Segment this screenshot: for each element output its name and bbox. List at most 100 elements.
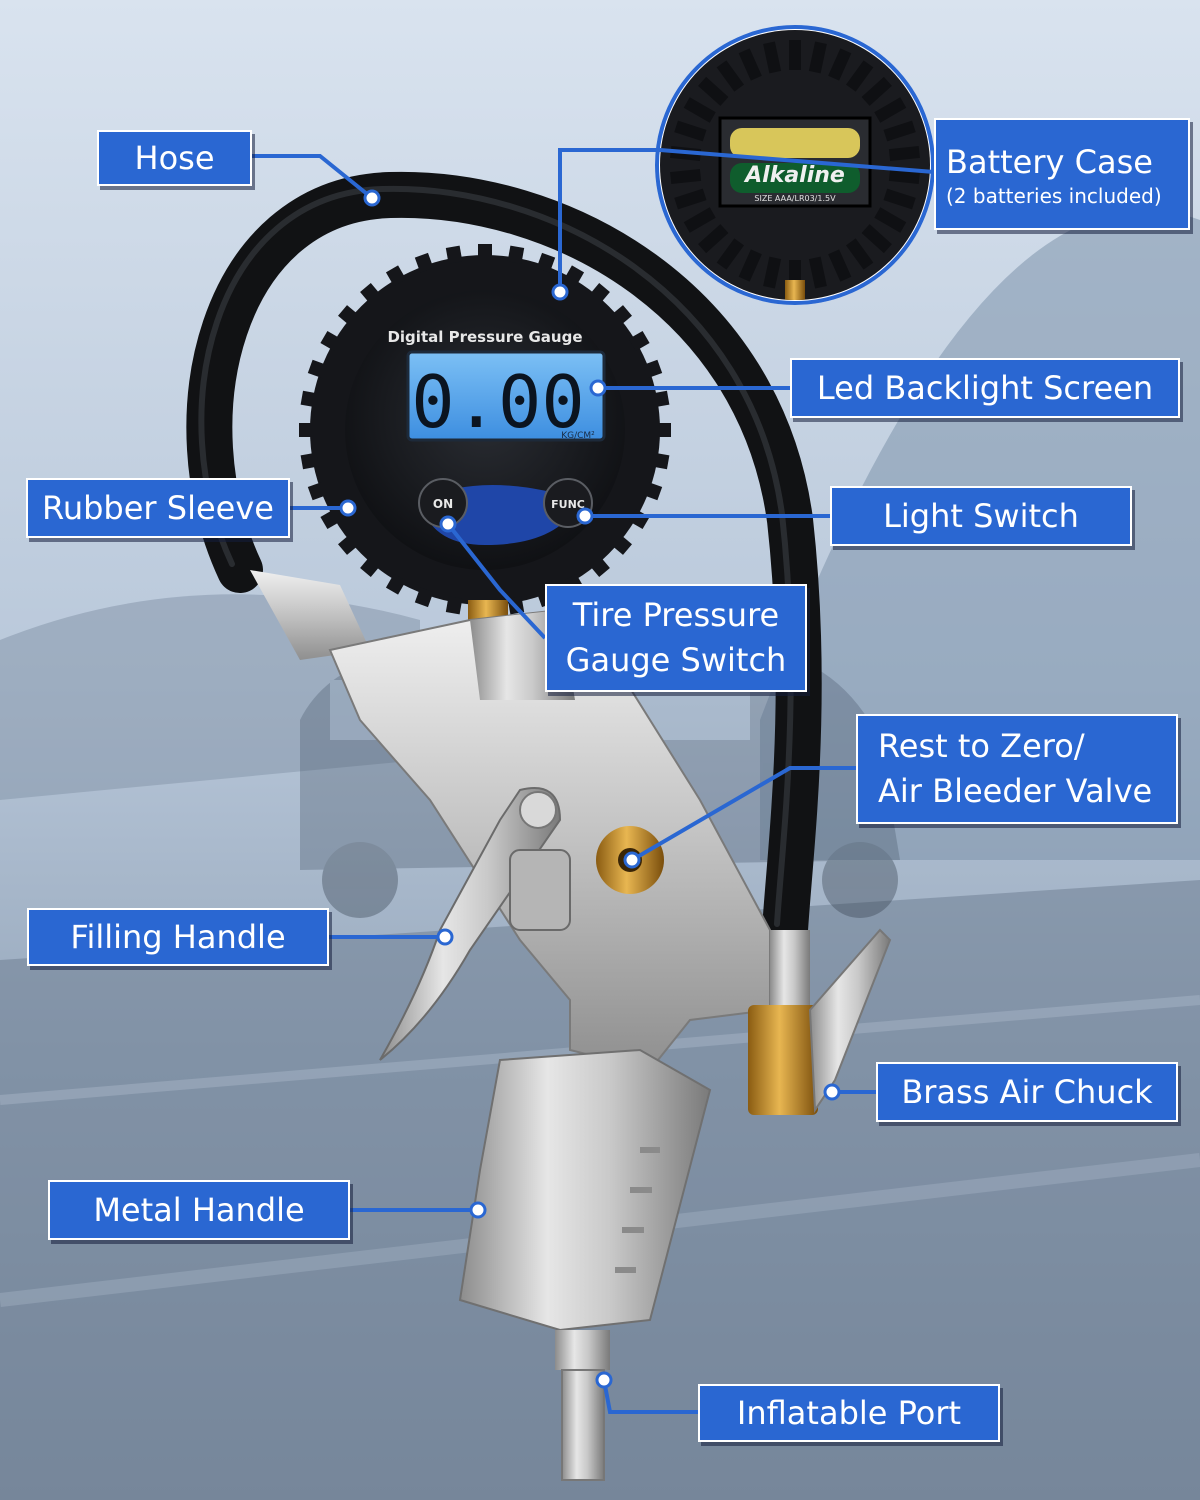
brass-chuck-label: Brass Air Chuck bbox=[876, 1062, 1178, 1122]
sleeve-tooth bbox=[683, 97, 716, 123]
sleeve-tooth bbox=[628, 508, 650, 530]
sleeve-tooth bbox=[588, 555, 610, 577]
light-switch-label-text: Light Switch bbox=[883, 496, 1079, 535]
sleeve-tooth bbox=[674, 120, 707, 142]
lcd-reading: 0.00 bbox=[411, 360, 584, 444]
tire-switch-line2: Gauge Switch bbox=[565, 641, 787, 679]
light-switch-label: Light Switch bbox=[830, 486, 1132, 546]
sleeve-tooth bbox=[738, 249, 762, 282]
sleeve-tooth bbox=[300, 390, 319, 408]
sleeve-tooth bbox=[716, 60, 745, 92]
battery-1 bbox=[730, 128, 860, 158]
hose-label: Hose bbox=[97, 130, 252, 186]
sleeve-tooth bbox=[588, 283, 610, 305]
sleeve-tooth bbox=[360, 555, 382, 577]
sleeve-tooth bbox=[445, 245, 463, 264]
tire-switch-line1: Tire Pressure bbox=[572, 596, 780, 635]
sleeve-tooth bbox=[845, 238, 874, 270]
sleeve-tooth bbox=[628, 330, 650, 352]
battery-brand: Alkaline bbox=[743, 163, 845, 188]
sleeve-tooth bbox=[385, 573, 407, 595]
battery-case-label-text: Battery Case bbox=[946, 142, 1153, 181]
sleeve-tooth bbox=[445, 596, 463, 615]
sleeve-tooth bbox=[861, 76, 892, 106]
inflatable-port[interactable] bbox=[561, 1369, 605, 1481]
sleeve-tooth bbox=[738, 48, 762, 81]
sleeve-tooth bbox=[683, 207, 716, 233]
sleeve-tooth bbox=[338, 305, 360, 327]
sleeve-tooth bbox=[655, 423, 671, 437]
sleeve-tooth bbox=[536, 252, 556, 273]
rest-line2: Air Bleeder Valve bbox=[878, 772, 1153, 810]
sleeve-tooth bbox=[888, 145, 920, 162]
sleeve-tooth bbox=[883, 120, 916, 142]
led-screen-label-text: Led Backlight Screen bbox=[816, 368, 1154, 407]
rest-to-zero-label: Rest to Zero/ Air Bleeder Valve bbox=[856, 714, 1178, 824]
lcd-screen bbox=[406, 350, 606, 442]
battery-spec: SIZE AAA/LR03/1.5V bbox=[754, 194, 836, 203]
sleeve-tooth bbox=[716, 238, 745, 270]
port-collar bbox=[555, 1330, 610, 1370]
sleeve-tooth bbox=[642, 481, 663, 501]
sleeve-tooth bbox=[360, 283, 382, 305]
sleeve-tooth bbox=[414, 587, 434, 608]
sleeve-tooth bbox=[307, 481, 328, 501]
sleeve-tooth bbox=[610, 533, 632, 555]
sleeve-tooth bbox=[320, 330, 342, 352]
sleeve-tooth bbox=[320, 508, 342, 530]
sleeve-tooth bbox=[300, 452, 319, 470]
led-screen-label: Led Backlight Screen bbox=[790, 358, 1180, 418]
on-button-label: ON bbox=[433, 497, 453, 511]
metal-handle-label-text: Metal Handle bbox=[93, 1190, 305, 1229]
chuck-ferrule bbox=[770, 930, 810, 1010]
sleeve-tooth bbox=[808, 41, 827, 74]
sleeve-tooth bbox=[478, 244, 492, 260]
pivot-pin bbox=[519, 791, 557, 829]
metal-handle-label: Metal Handle bbox=[48, 1180, 350, 1240]
chuck-clip[interactable] bbox=[808, 928, 892, 1114]
leader-lines bbox=[252, 148, 935, 1414]
inflatable-port-label-text: Inflatable Port bbox=[736, 1393, 962, 1432]
leader-dots bbox=[339, 189, 841, 1389]
sleeve-tooth bbox=[808, 256, 827, 289]
lcd-unit: KG/CM² bbox=[561, 431, 595, 441]
brass-air-chuck[interactable] bbox=[748, 1005, 818, 1115]
sleeve-tooth bbox=[888, 168, 920, 185]
rest-line1: Rest to Zero/ bbox=[878, 727, 1085, 766]
sleeve-tooth bbox=[563, 265, 585, 287]
sleeve-tooth bbox=[828, 249, 852, 282]
sleeve-tooth bbox=[674, 188, 707, 210]
sleeve-tooth bbox=[763, 256, 782, 289]
battery-2 bbox=[730, 163, 860, 193]
sleeve-tooth bbox=[789, 40, 801, 70]
battery-case-label: Battery Case (2 batteries included) bbox=[934, 118, 1190, 230]
func-button-label: FUNC bbox=[551, 498, 585, 511]
hose-ferrule bbox=[250, 570, 370, 660]
metal-handle[interactable] bbox=[458, 1048, 712, 1332]
sleeve-tooth bbox=[861, 224, 892, 254]
sleeve-tooth bbox=[874, 207, 907, 233]
sleeve-tooth bbox=[698, 224, 729, 254]
gauge-title: Digital Pressure Gauge bbox=[387, 328, 582, 346]
sleeve-tooth bbox=[610, 305, 632, 327]
sleeve-tooth bbox=[845, 60, 874, 92]
inflatable-port-label: Inflatable Port bbox=[698, 1384, 1000, 1442]
grip-ridges bbox=[615, 1147, 660, 1273]
sleeve-tooth bbox=[883, 188, 916, 210]
battery-note-text: (2 batteries included) bbox=[946, 184, 1162, 209]
hose-label-text: Hose bbox=[134, 138, 215, 177]
sleeve-tooth bbox=[874, 97, 907, 123]
rubber-sleeve-label-text: Rubber Sleeve bbox=[42, 488, 274, 527]
sleeve-tooth bbox=[828, 48, 852, 81]
side-nut bbox=[509, 849, 571, 931]
filling-handle-label: Filling Handle bbox=[27, 908, 329, 966]
sleeve-tooth bbox=[698, 76, 729, 106]
sleeve-tooth bbox=[651, 452, 670, 470]
sleeve-tooth bbox=[338, 533, 360, 555]
sleeve-tooth bbox=[670, 168, 702, 185]
sleeve-tooth bbox=[299, 423, 315, 437]
tire-gauge-switch-label: Tire Pressure Gauge Switch bbox=[545, 584, 807, 692]
battery-zoom: Alkaline SIZE AAA/LR03/1.5V bbox=[655, 25, 935, 305]
sleeve-tooth bbox=[385, 265, 407, 287]
